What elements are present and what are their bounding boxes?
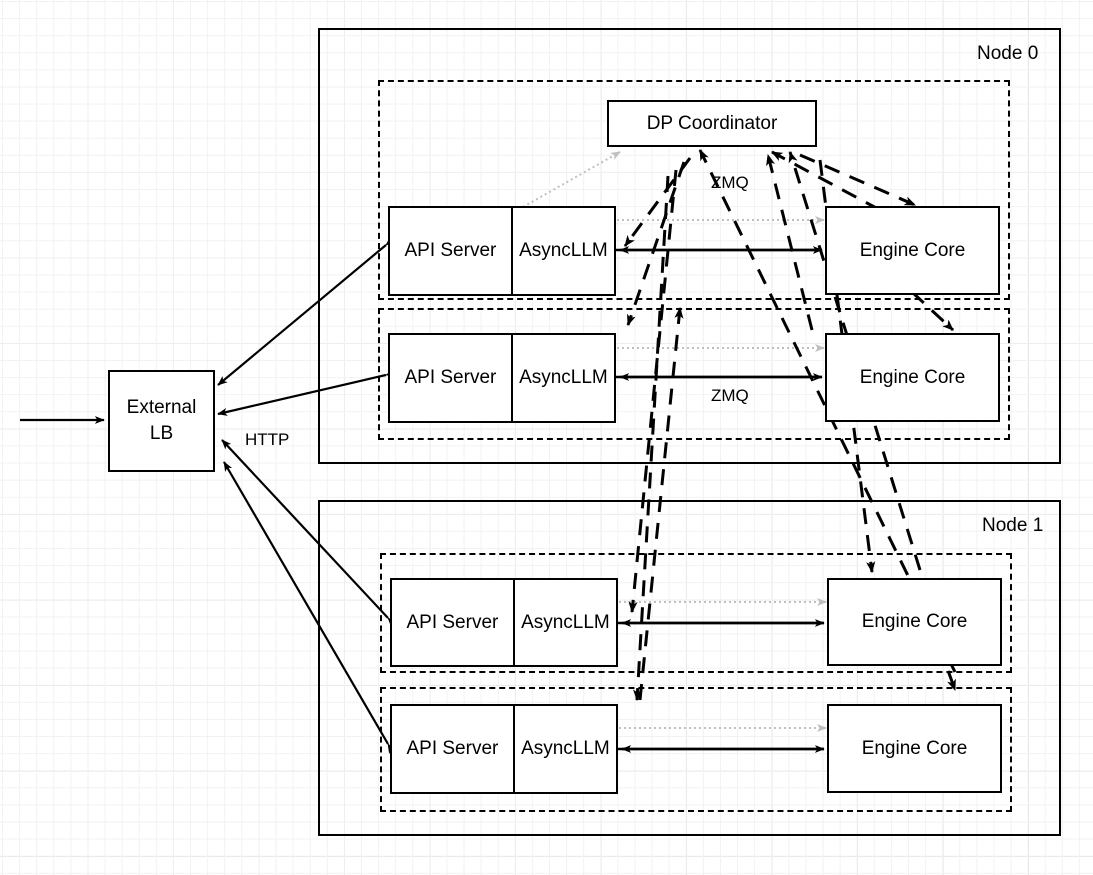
node0-rank0-engine-core-label: Engine Core [859, 239, 966, 261]
node1-rank1-api-server-cell[interactable]: API Server [392, 706, 513, 792]
external-lb-label-line2: LB [149, 423, 174, 444]
node0-title: Node 0 [977, 43, 1039, 64]
node0-rank0-api-server-label: API Server [404, 240, 497, 261]
node1-rank1-asyncllm-label: AsyncLLM [521, 738, 610, 759]
node0-container [318, 28, 1061, 464]
node0-rank0-api-server-cell[interactable]: API Server [390, 208, 511, 294]
node0-rank1-asyncllm-label: AsyncLLM [519, 367, 608, 388]
node0-rank1-api-process[interactable]: API Server AsyncLLM [388, 333, 616, 423]
node0-rank0-engine-core[interactable]: Engine Core [825, 206, 1000, 295]
node1-rank1-asyncllm-cell[interactable]: AsyncLLM [512, 706, 616, 792]
node1-rank0-asyncllm-cell[interactable]: AsyncLLM [512, 580, 616, 665]
node0-rank1-api-server-cell[interactable]: API Server [390, 335, 511, 421]
external-lb-label-line1: External [126, 397, 197, 419]
node0-rank1-api-server-label: API Server [404, 367, 497, 388]
node1-rank0-asyncllm-label: AsyncLLM [521, 611, 610, 633]
node0-rank1-engine-core[interactable]: Engine Core [825, 333, 1000, 422]
external-lb-box[interactable]: External LB [108, 370, 215, 472]
node0-rank1-engine-core-label: Engine Core [859, 366, 966, 388]
node0-rank0-asyncllm-label: AsyncLLM [519, 240, 608, 261]
http-label: HTTP [245, 430, 290, 449]
dp-coordinator-label: DP Coordinator [646, 112, 778, 134]
node1-rank0-group [380, 553, 1012, 673]
node1-title: Node 1 [982, 515, 1044, 536]
node1-rank1-engine-core[interactable]: Engine Core [827, 704, 1002, 793]
node1-rank1-engine-core-label: Engine Core [861, 737, 968, 759]
node0-rank1-asyncllm-cell[interactable]: AsyncLLM [510, 335, 614, 421]
node1-rank1-group [380, 687, 1012, 812]
zmq-label-node0-rank1: ZMQ [711, 386, 749, 405]
node1-rank0-api-server-label: API Server [406, 611, 499, 633]
node1-rank0-api-process[interactable]: API Server AsyncLLM [390, 578, 618, 667]
node1-rank0-engine-core[interactable]: Engine Core [827, 578, 1002, 666]
dp-coordinator-box[interactable]: DP Coordinator [607, 100, 817, 147]
node1-rank1-api-process[interactable]: API Server AsyncLLM [390, 704, 618, 794]
node1-rank0-engine-core-label: Engine Core [861, 611, 968, 633]
node0-rank0-api-process[interactable]: API Server AsyncLLM [388, 206, 616, 296]
node1-rank0-api-server-cell[interactable]: API Server [392, 580, 513, 665]
node0-rank1-group [378, 308, 1010, 440]
node1-container [318, 500, 1061, 836]
node0-rank0-group [378, 80, 1010, 300]
node0-rank0-asyncllm-cell[interactable]: AsyncLLM [510, 208, 614, 294]
node1-rank1-api-server-label: API Server [406, 738, 499, 759]
zmq-label-coordinator: ZMQ [711, 173, 749, 192]
